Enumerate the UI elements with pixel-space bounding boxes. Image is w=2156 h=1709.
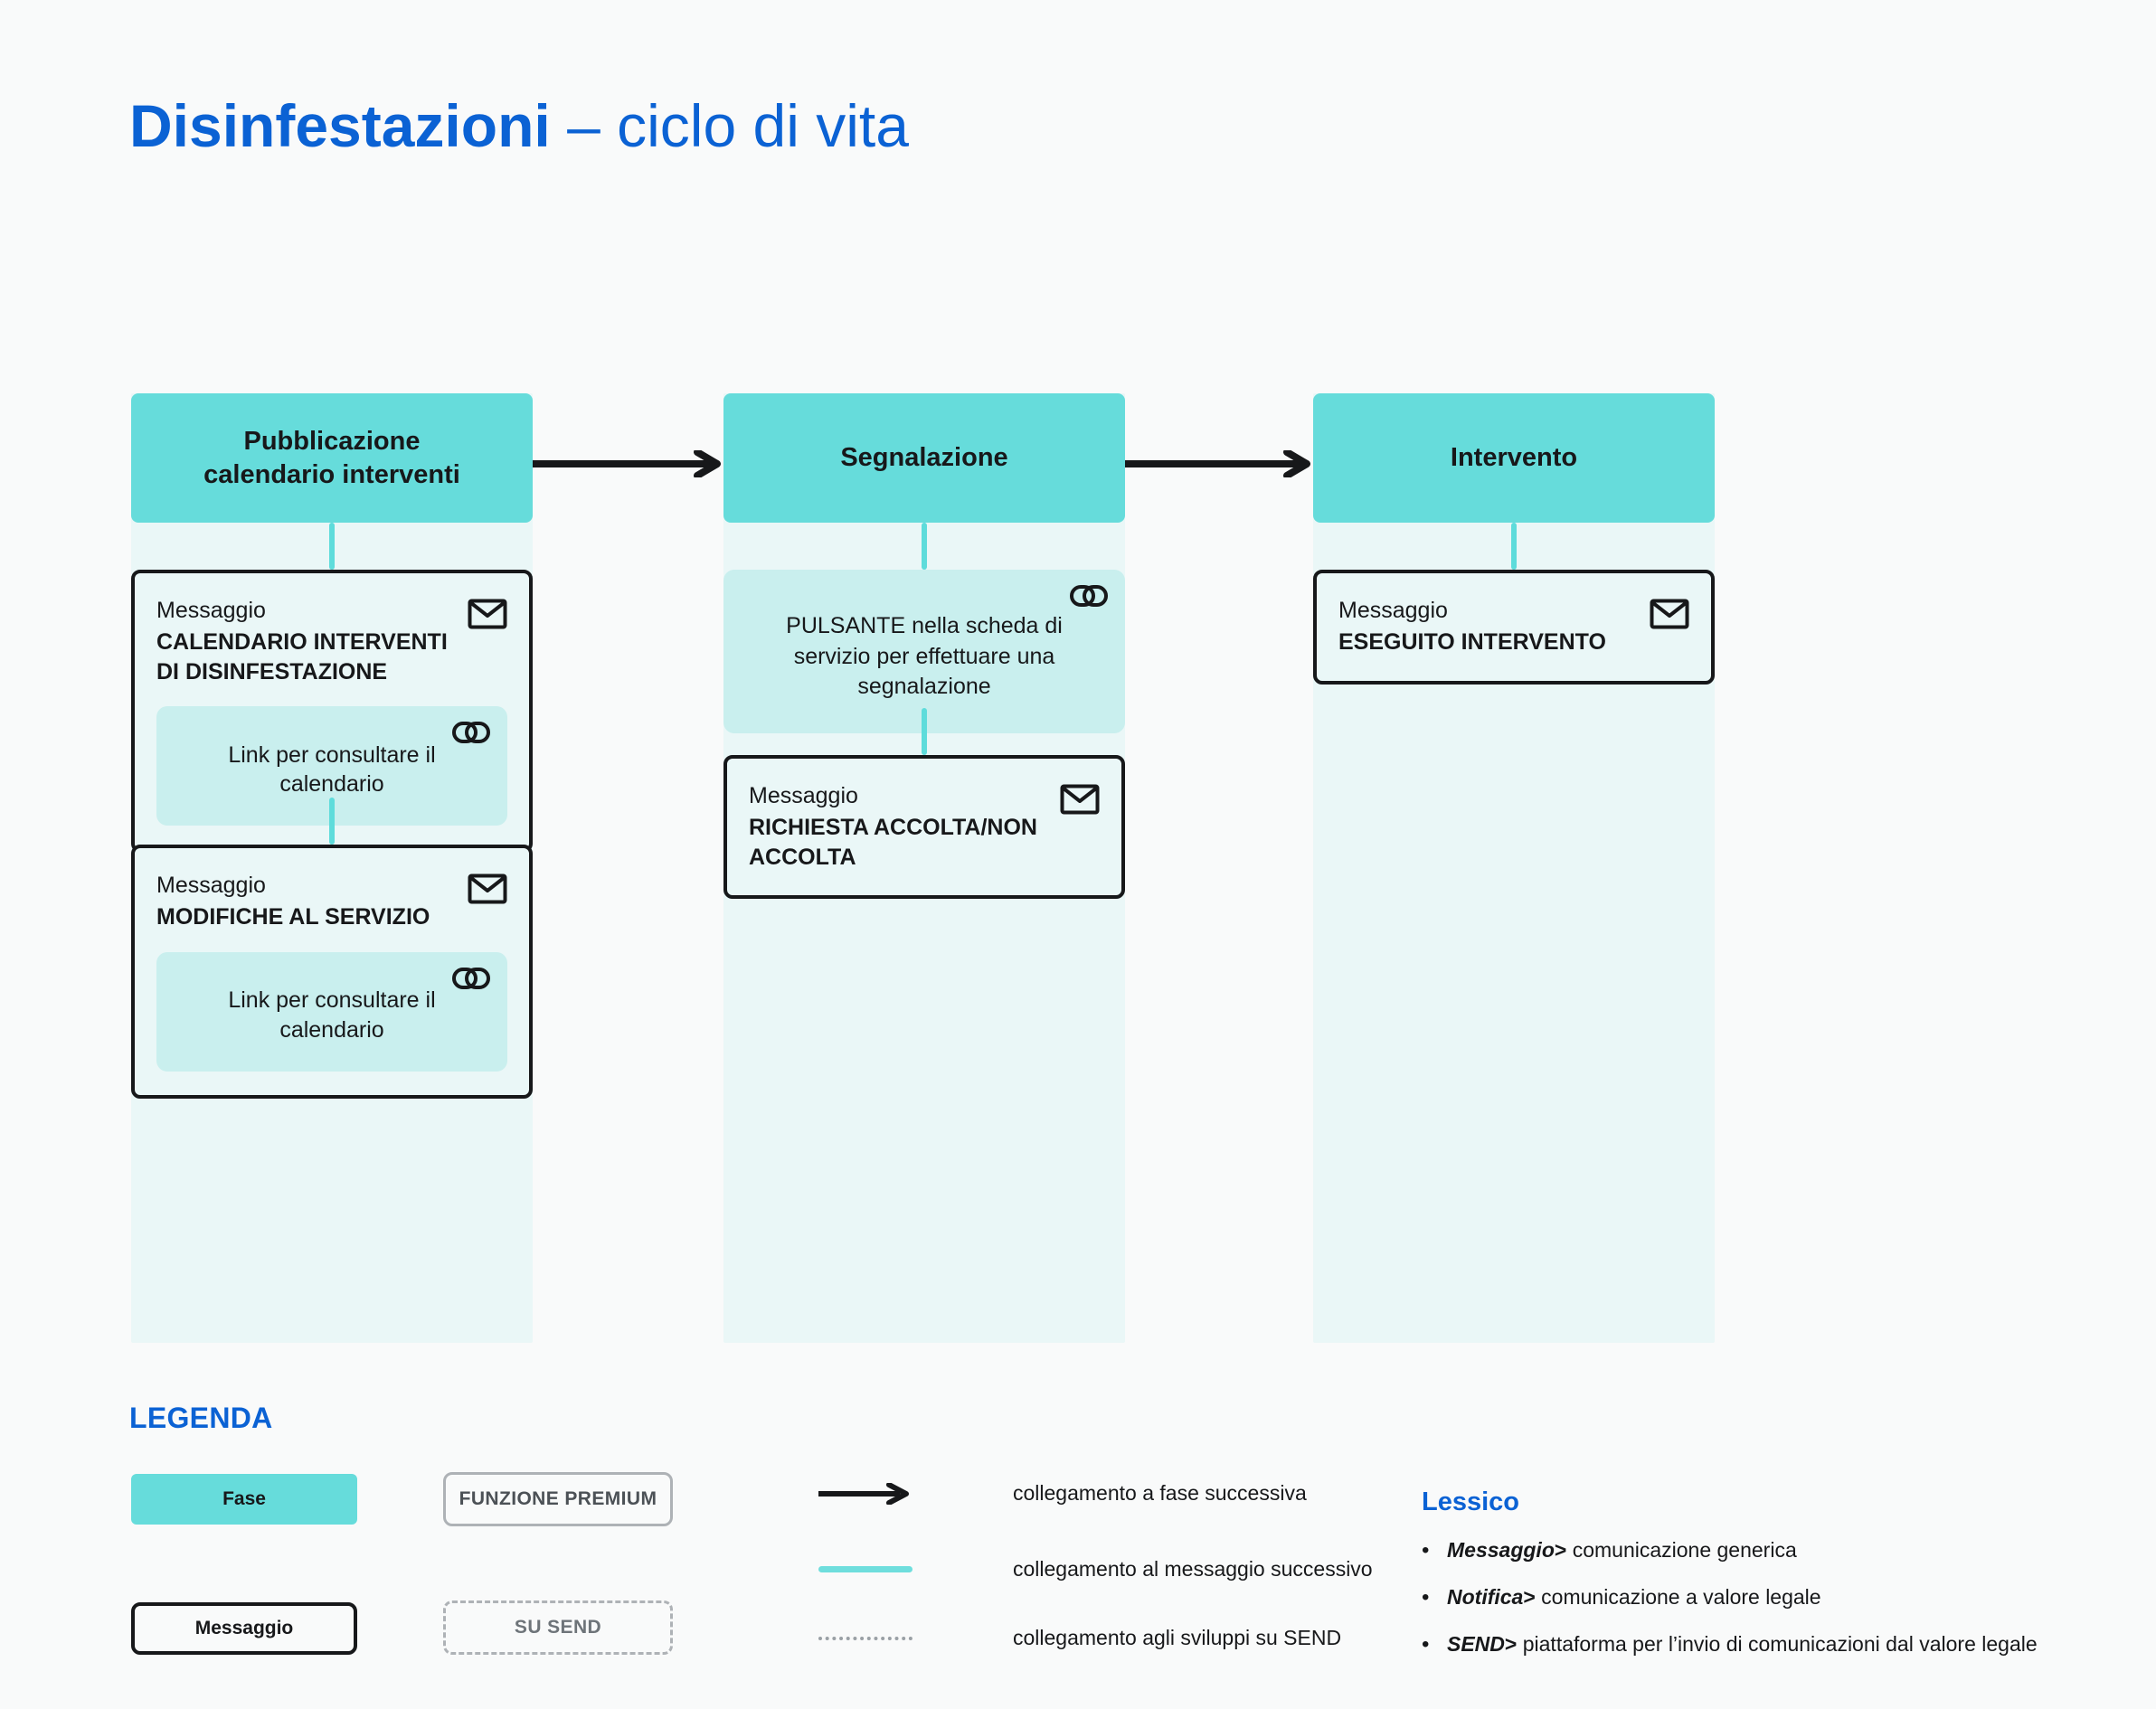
lessico-separator: > [1523, 1584, 1536, 1609]
envelope-icon [1060, 784, 1100, 819]
legend-swatch-funzione-premium: FUNZIONE PREMIUM [443, 1472, 673, 1526]
legend-swatch-su-send: SU SEND [443, 1600, 673, 1655]
phase-box-pubblicazione[interactable]: Pubblicazione calendario interventi [131, 393, 533, 523]
message-title: CALENDARIO INTERVENTI DI DISINFESTAZIONE [156, 629, 448, 685]
legend-swatch-premium-label: FUNZIONE PREMIUM [459, 1488, 657, 1509]
premium-function-chip-text: PULSANTE nella scheda di servizio per ef… [786, 613, 1063, 699]
legend-line-row-arrow: collegamento a fase successiva [818, 1481, 1307, 1506]
message-card-modifiche-al-servizio[interactable]: Messaggio MODIFICHE AL SERVIZIO [131, 845, 533, 1099]
lessico-definition: piattaforma per l’invio di comunicazioni… [1517, 1631, 2038, 1656]
arrow-to-next-phase [1125, 450, 1313, 477]
premium-function-chip-pulsante[interactable]: PULSANTE nella scheda di servizio per ef… [723, 570, 1125, 733]
phase-column-intervento: Intervento Messaggio ESEGUITO INTERVENTO [1313, 393, 1715, 1343]
legend-swatch-fase: Fase [131, 1474, 357, 1525]
page-title: Disinfestazioni – ciclo di vita [129, 92, 909, 159]
link-chain-icon [451, 963, 491, 998]
phase-box-segnalazione[interactable]: Segnalazione [723, 393, 1125, 523]
page-title-light: – ciclo di vita [550, 92, 909, 159]
message-kind-label: Messaggio [156, 873, 266, 898]
connector-line [1511, 523, 1517, 570]
lessico-definition: comunicazione generica [1566, 1538, 1797, 1562]
phase-label: Pubblicazione calendario interventi [203, 425, 460, 491]
lessico-definition: comunicazione a valore legale [1535, 1584, 1821, 1609]
phase-column-segnalazione: Segnalazione PULSANTE nella scheda di se… [723, 393, 1125, 1343]
message-title: ESEGUITO INTERVENTO [1338, 629, 1606, 656]
lessico-separator: > [1554, 1538, 1567, 1562]
line-dotted-icon [818, 1636, 927, 1640]
arrow-black-icon [818, 1482, 927, 1505]
lessico-term: Messaggio [1447, 1538, 1555, 1562]
envelope-icon [468, 599, 507, 634]
message-card-calendario-interventi[interactable]: Messaggio CALENDARIO INTERVENTI DI DISIN… [131, 570, 533, 854]
lessico-title: Lessico [1422, 1487, 1519, 1516]
legend-swatch-fase-label: Fase [222, 1488, 266, 1509]
legend-line-label: collegamento agli sviluppi su SEND [1013, 1626, 1342, 1649]
message-card-richiesta-accolta[interactable]: Messaggio RICHIESTA ACCOLTA/NON ACCOLTA [723, 755, 1125, 900]
legend-swatch-messaggio-label: Messaggio [194, 1618, 294, 1638]
line-teal-icon [818, 1566, 927, 1572]
phase-label: Intervento [1451, 441, 1577, 474]
link-chain-icon [1069, 581, 1109, 616]
message-kind-label: Messaggio [749, 783, 858, 808]
lessico-item: SEND> piattaforma per l’invio di comunic… [1422, 1630, 2038, 1658]
legend-line-label: collegamento a fase successiva [1013, 1481, 1307, 1505]
phase-box-intervento[interactable]: Intervento [1313, 393, 1715, 523]
legend-title: LEGENDA [129, 1402, 273, 1434]
envelope-icon [468, 873, 507, 909]
legend-swatch-messaggio: Messaggio [131, 1602, 357, 1655]
legend-swatch-send-label: SU SEND [514, 1617, 602, 1638]
lessico-list: Messaggio> comunicazione generica Notifi… [1422, 1536, 2038, 1678]
phase-label: Segnalazione [840, 441, 1007, 474]
message-kind-label: Messaggio [156, 598, 266, 623]
message-kind-label: Messaggio [1338, 598, 1448, 623]
legend-line-row-teal: collegamento al messaggio successivo [818, 1557, 1373, 1582]
message-title: MODIFICHE AL SERVIZIO [156, 904, 430, 930]
phase-label-line-2: calendario interventi [203, 459, 460, 489]
link-chip-calendario[interactable]: Link per consultare il calendario [156, 951, 507, 1072]
link-chain-icon [451, 717, 491, 752]
phase-label-line-1: Intervento [1450, 443, 1578, 473]
lessico-item: Notifica> comunicazione a valore legale [1422, 1583, 2038, 1611]
lifecycle-flow-diagram: Pubblicazione calendario interventi Mess… [131, 393, 1715, 1343]
legend-line-label: collegamento al messaggio successivo [1013, 1557, 1373, 1581]
phase-label-line-1: Pubblicazione [243, 427, 421, 457]
arrow-to-next-phase [533, 450, 723, 477]
lessico-separator: > [1504, 1631, 1518, 1656]
connector-line [329, 523, 335, 570]
connector-line [329, 798, 335, 845]
connector-line [922, 523, 927, 570]
lessico-term: Notifica [1447, 1584, 1524, 1609]
legend-section: LEGENDA Fase Messaggio FUNZIONE PREMIUM … [0, 1383, 2156, 1709]
phase-label-line-1: Segnalazione [840, 443, 1008, 473]
envelope-icon [1650, 599, 1689, 634]
phase-column-pubblicazione: Pubblicazione calendario interventi Mess… [131, 393, 533, 1343]
lessico-term: SEND [1447, 1631, 1505, 1656]
connector-line [922, 708, 927, 755]
page-title-strong: Disinfestazioni [129, 92, 551, 159]
message-title: RICHIESTA ACCOLTA/NON ACCOLTA [749, 815, 1037, 870]
link-chip-text: Link per consultare il calendario [228, 741, 436, 798]
legend-line-row-dotted: collegamento agli sviluppi su SEND [818, 1626, 1341, 1650]
message-card-eseguito-intervento[interactable]: Messaggio ESEGUITO INTERVENTO [1313, 570, 1715, 685]
lessico-item: Messaggio> comunicazione generica [1422, 1536, 2038, 1564]
link-chip-text: Link per consultare il calendario [228, 987, 436, 1043]
